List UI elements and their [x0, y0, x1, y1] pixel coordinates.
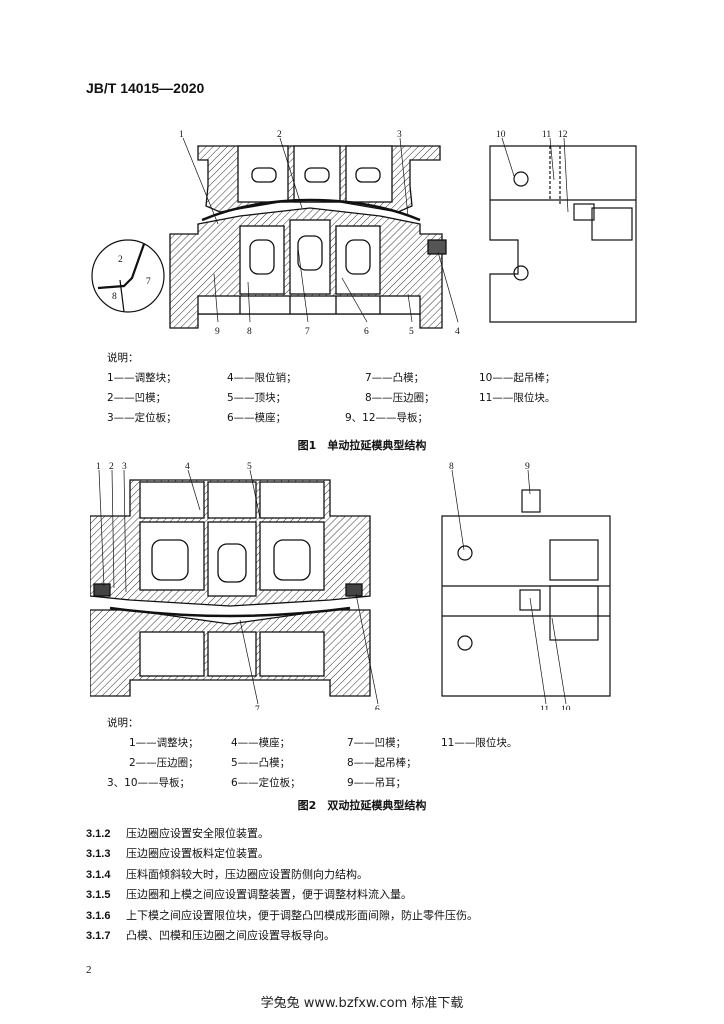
clause-number: 3.1.3	[86, 848, 111, 861]
fig1-callout-7: 7	[305, 327, 310, 337]
fig1-callout-2: 2	[277, 130, 282, 140]
legend-item: 2——压边圈；	[129, 757, 199, 769]
legend-item: 6——模座；	[227, 412, 287, 424]
legend-item: 5——凸模；	[231, 757, 291, 769]
clause-item: 3.1.4 压料面倾斜较大时，压边圈应设置防侧向力结构。	[86, 865, 478, 885]
clause-item: 3.1.2 压边圈应设置安全限位装置。	[86, 824, 478, 844]
figure-1-drawing: 2 7 8 1 2 3 9 8 7 6 5 4 10 11 12	[90, 128, 650, 348]
legend-item: 8——起吊棒；	[347, 757, 417, 769]
fig1-callout-4: 4	[455, 327, 460, 337]
clause-item: 3.1.3 压边圈应设置板料定位装置。	[86, 844, 478, 864]
legend-item: 9、12——导板；	[345, 412, 429, 424]
legend-item: 4——限位销；	[227, 372, 297, 384]
clause-number: 3.1.5	[86, 889, 111, 902]
fig1-callout-10: 10	[496, 130, 506, 140]
clause-item: 3.1.7 凸模、凹模和压边圈之间应设置导板导向。	[86, 926, 478, 946]
legend-title: 说明：	[107, 352, 139, 364]
fig1-inset-label-8: 8	[112, 292, 117, 302]
clause-text: 凸模、凹模和压边圈之间应设置导板导向。	[126, 929, 335, 943]
legend-item: 9——吊耳；	[347, 777, 407, 789]
legend-item: 6——定位板；	[231, 777, 301, 789]
fig1-callout-8: 8	[247, 327, 252, 337]
fig1-callout-1: 1	[179, 130, 184, 140]
clause-number: 3.1.2	[86, 828, 111, 840]
clause-number: 3.1.4	[86, 868, 111, 881]
fig1-side-view	[489, 145, 637, 323]
legend-item: 1——调整块；	[129, 737, 199, 749]
clause-number: 3.1.6	[86, 909, 111, 922]
fig2-callout-2: 2	[109, 462, 114, 472]
fig1-callout-9: 9	[215, 327, 220, 337]
figure-2-legend: 说明： 1——调整块； 4——模座； 7——凹模； 11——限位块。 2——压边…	[107, 716, 627, 796]
fig2-callout-9: 9	[525, 462, 530, 472]
clause-list: 3.1.2 压边圈应设置安全限位装置。 3.1.3 压边圈应设置板料定位装置。 3.…	[86, 824, 478, 946]
fig2-side-view	[441, 489, 611, 697]
fig2-callout-6: 6	[375, 705, 380, 710]
legend-item: 1——调整块；	[107, 372, 177, 384]
legend-item: 11——限位块。	[479, 392, 556, 404]
figure-1-caption: 图1 单动拉延模典型结构	[297, 439, 427, 452]
legend-item: 2——凹模；	[107, 392, 167, 404]
fig2-upper-die	[90, 479, 371, 607]
legend-item: 7——凸模；	[365, 372, 425, 384]
clause-text: 上下模之间应设置限位块，便于调整凸凹模成形面间隙，防止零件压伤。	[126, 908, 478, 922]
clause-text: 压料面倾斜较大时，压边圈应设置防侧向力结构。	[126, 867, 368, 881]
fig2-callout-11: 11	[540, 705, 549, 710]
fig1-inset-detail	[91, 239, 165, 313]
legend-title: 说明：	[107, 717, 139, 729]
fig1-inset-label-7: 7	[146, 277, 151, 287]
fig2-callout-1: 1	[96, 462, 101, 472]
legend-item: 11——限位块。	[441, 737, 518, 749]
fig2-callout-10: 10	[561, 705, 571, 710]
figure-2-caption: 图2 双动拉延模典型结构	[297, 799, 427, 812]
legend-item: 8——压边圈；	[365, 392, 435, 404]
fig1-callout-3: 3	[397, 130, 402, 140]
clause-item: 3.1.6 上下模之间应设置限位块，便于调整凸凹模成形面间隙，防止零件压伤。	[86, 906, 478, 926]
fig1-callout-5: 5	[409, 327, 414, 337]
fig2-callout-4: 4	[185, 462, 190, 472]
legend-item: 3——定位板；	[107, 412, 177, 424]
document-code-header: JB/T 14015—2020	[86, 80, 205, 96]
fig1-inset-label-2: 2	[118, 255, 123, 265]
fig2-callout-3: 3	[122, 462, 127, 472]
clause-text: 压边圈应设置安全限位装置。	[126, 827, 269, 840]
fig1-callout-11: 11	[542, 130, 551, 140]
fig1-upper-die	[197, 145, 441, 213]
figure-1-legend: 说明： 1——调整块； 4——限位销； 7——凸模； 10——起吊棒； 2——凹…	[107, 351, 627, 431]
fig2-callout-8: 8	[449, 462, 454, 472]
legend-item: 7——凹模；	[347, 737, 407, 749]
fig1-callout-6: 6	[364, 327, 369, 337]
figure-2-drawing: 1 2 3 4 5 7 6 8 9 11 10	[90, 460, 650, 710]
fig2-callout-7: 7	[255, 705, 260, 710]
clause-text: 压边圈应设置板料定位装置。	[126, 847, 269, 861]
legend-item: 10——起吊棒；	[479, 372, 556, 384]
legend-item: 5——顶块；	[227, 392, 287, 404]
clause-text: 压边圈和上模之间应设置调整装置，便于调整材料流入量。	[126, 888, 412, 902]
fig1-callout-12: 12	[558, 130, 568, 140]
legend-item: 4——模座；	[231, 737, 291, 749]
fig2-lower-die	[90, 609, 371, 697]
footer-watermark: 学兔兔 www.bzfxw.com 标准下载	[260, 996, 464, 1011]
clause-item: 3.1.5 压边圈和上模之间应设置调整装置，便于调整材料流入量。	[86, 885, 478, 905]
fig2-callout-5: 5	[247, 462, 252, 472]
fig1-lower-die	[169, 207, 447, 329]
legend-item: 3、10——导板；	[107, 777, 191, 789]
page-number: 2	[86, 964, 92, 976]
clause-number: 3.1.7	[86, 930, 111, 943]
